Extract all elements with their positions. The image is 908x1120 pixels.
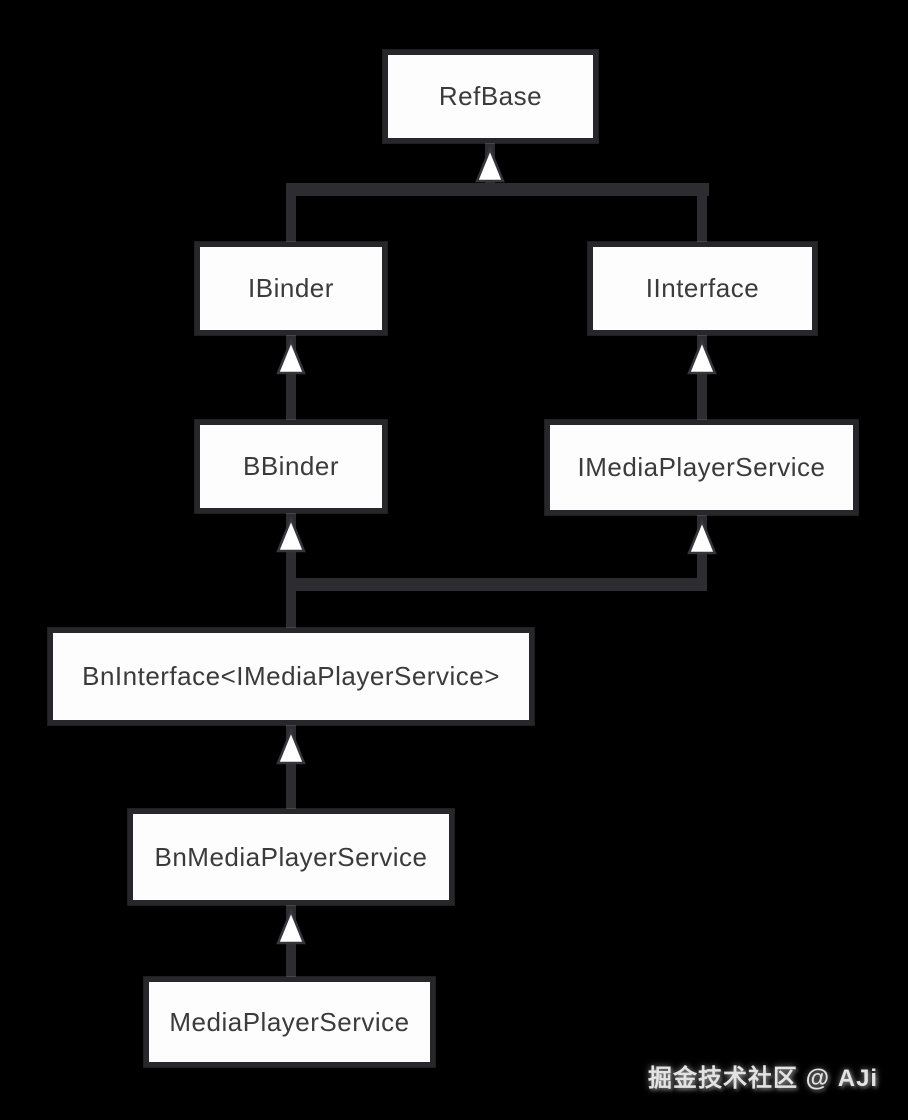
class-node-label: IMediaPlayerService: [577, 452, 826, 482]
edge-line-bninterface-to-bbinder: [286, 513, 296, 628]
inheritance-arrow-icon: [276, 908, 306, 945]
class-node-label: IBinder: [248, 273, 334, 303]
edge-line-drop-to-ibinder: [286, 190, 296, 242]
class-node-refbase: RefBase: [383, 50, 598, 143]
class-node-label: RefBase: [438, 81, 543, 111]
edge-line-bnmps-to-bninterface: [286, 725, 296, 809]
class-node-mediaplayerservice: MediaPlayerService: [144, 977, 435, 1067]
class-node-bbinder: BBinder: [195, 420, 387, 513]
inheritance-arrow-icon: [687, 338, 717, 375]
inheritance-arrow-icon: [276, 338, 306, 375]
class-node-imediaplayerservice: IMediaPlayerService: [545, 420, 858, 515]
inheritance-arrow-icon: [276, 516, 306, 553]
inheritance-arrow-icon: [475, 146, 505, 183]
class-node-label: BBinder: [243, 451, 339, 481]
class-node-bninterface: BnInterface<IMediaPlayerService>: [48, 628, 534, 725]
edge-line-top-branch-bar: [286, 183, 709, 196]
class-node-bnmediaplayerservice: BnMediaPlayerService: [128, 809, 454, 905]
class-node-label: MediaPlayerService: [169, 1006, 410, 1037]
watermark-text: 掘金技术社区 @ AJi: [648, 1065, 879, 1092]
inheritance-arrow-icon: [276, 728, 306, 765]
class-node-label: BnInterface<IMediaPlayerService>: [82, 661, 500, 691]
inheritance-arrow-icon: [687, 518, 717, 555]
edge-line-bbinder-to-ibinder: [286, 335, 296, 420]
edge-line-merge-bar: [286, 578, 707, 591]
class-node-label: BnMediaPlayerService: [154, 841, 428, 872]
class-node-iinterface: IInterface: [588, 242, 817, 335]
edge-line-drop-to-iinterface: [697, 190, 707, 242]
edge-line-imps-to-iinterface: [697, 335, 707, 420]
class-node-label: IInterface: [645, 273, 760, 303]
class-node-ibinder: IBinder: [195, 242, 387, 335]
